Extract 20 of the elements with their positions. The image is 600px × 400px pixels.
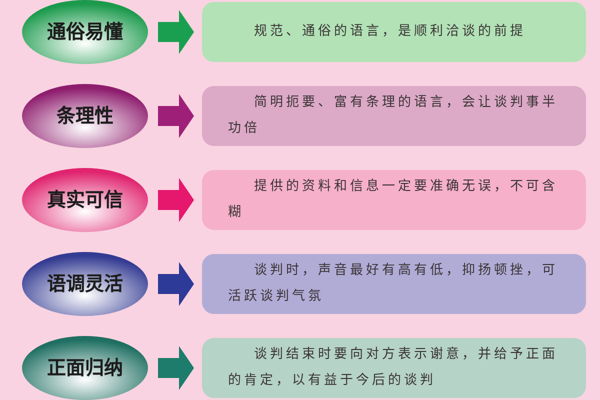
description-text: 谈判结束时要向对方表示谢意，并给予正面的肯定，以有益于今后的谈判 <box>228 346 559 390</box>
description-box <box>202 2 586 62</box>
description-box <box>202 338 586 398</box>
description-text: 谈判时，声音最好有高有低，抑扬顿挫，可活跃谈判气氛 <box>228 262 559 306</box>
oval-label: 正面归纳 <box>47 356 123 380</box>
block-arrow <box>158 262 194 306</box>
oval-label: 真实可信 <box>47 188 123 212</box>
block-arrow <box>158 346 194 390</box>
description-text: 提供的资料和信息一定要准确无误，不可含糊 <box>228 178 559 222</box>
description-text: 规范、通俗的语言，是顺利洽谈的前提 <box>253 22 526 41</box>
block-arrow <box>158 94 194 138</box>
description-box <box>202 254 586 314</box>
description-text: 简明扼要、富有条理的语言，会让谈判事半功倍 <box>228 94 559 138</box>
block-arrow <box>158 178 194 222</box>
description-box <box>202 170 586 230</box>
oval-label: 通俗易懂 <box>47 20 123 44</box>
oval-label: 条理性 <box>56 104 114 128</box>
block-arrow <box>158 10 194 54</box>
oval-label: 语调灵活 <box>47 272 123 296</box>
description-box <box>202 86 586 146</box>
